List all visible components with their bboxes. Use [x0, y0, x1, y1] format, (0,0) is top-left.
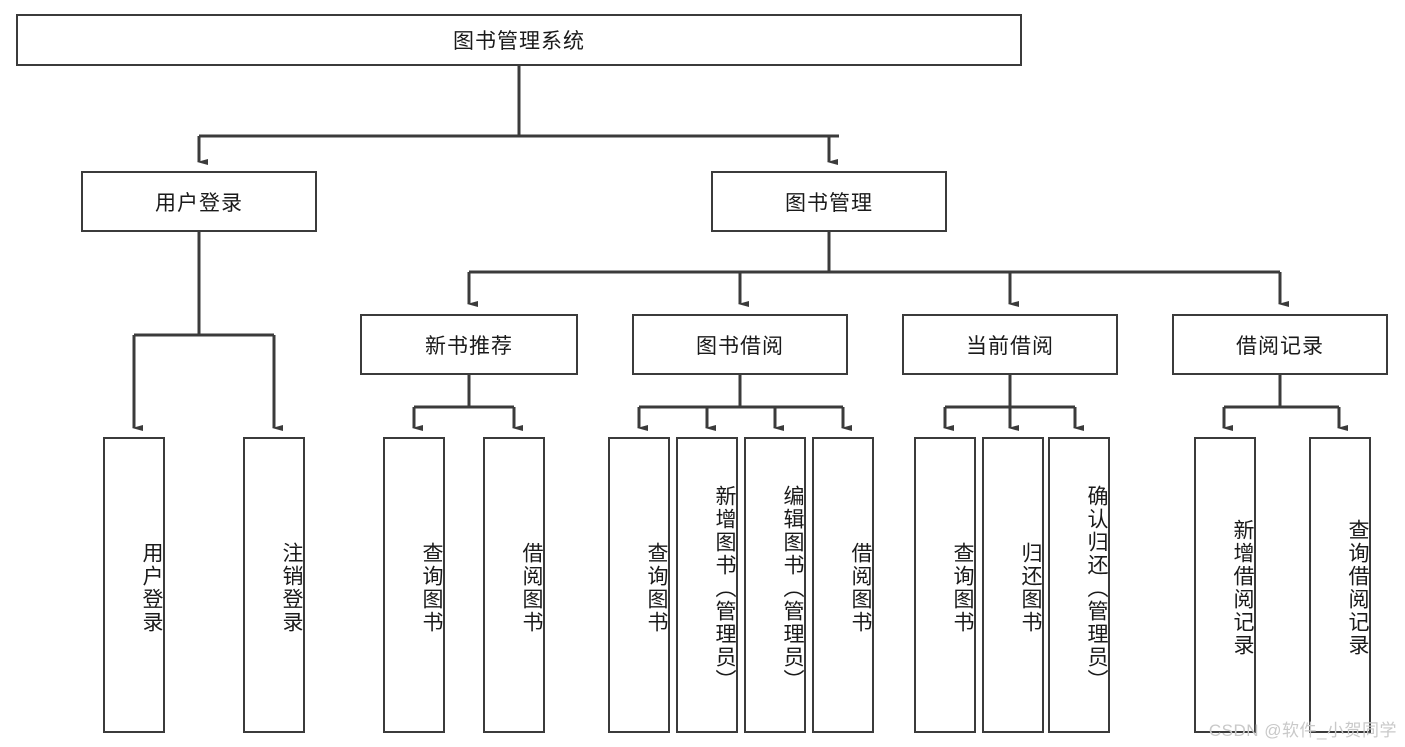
node-book-manage[interactable]: 图书管理: [711, 171, 947, 232]
node-root-label: 图书管理系统: [453, 30, 585, 53]
csdn-watermark: CSDN @软件_小贺同学: [1208, 721, 1397, 740]
node-current-borrow[interactable]: 当前借阅: [902, 314, 1118, 375]
node-user-login-label: 用户登录: [155, 191, 243, 215]
node-new-book-rec[interactable]: 新书推荐: [360, 314, 578, 375]
node-borrow-record-label: 借阅记录: [1236, 334, 1324, 358]
node-leaf-edit-book[interactable]: 编辑图书（管理员）: [744, 437, 806, 733]
node-leaf-logout[interactable]: 注销登录: [243, 437, 305, 733]
node-leaf-confirm-return-label: 确认归还（管理员）: [1085, 484, 1108, 692]
node-user-login[interactable]: 用户登录: [81, 171, 317, 232]
node-root[interactable]: 图书管理系统: [16, 14, 1022, 66]
node-leaf-borrow-book-1[interactable]: 借阅图书: [483, 437, 545, 733]
node-leaf-query-book-1[interactable]: 查询图书: [383, 437, 445, 733]
node-leaf-user-login[interactable]: 用户登录: [103, 437, 165, 733]
node-leaf-query-record-label: 查询借阅记录: [1346, 519, 1369, 657]
node-leaf-query-book-3[interactable]: 查询图书: [914, 437, 976, 733]
node-leaf-add-book[interactable]: 新增图书（管理员）: [676, 437, 738, 733]
node-book-borrow[interactable]: 图书借阅: [632, 314, 848, 375]
node-book-borrow-label: 图书借阅: [696, 334, 784, 358]
node-leaf-borrow-book-2-label: 借阅图书: [849, 542, 872, 634]
node-leaf-query-record[interactable]: 查询借阅记录: [1309, 437, 1371, 733]
node-leaf-return-book[interactable]: 归还图书: [982, 437, 1044, 733]
node-leaf-add-record-label: 新增借阅记录: [1231, 519, 1254, 657]
node-leaf-borrow-book-1-label: 借阅图书: [520, 542, 543, 634]
node-leaf-query-book-3-label: 查询图书: [951, 542, 974, 634]
node-current-borrow-label: 当前借阅: [966, 334, 1054, 358]
node-leaf-add-record[interactable]: 新增借阅记录: [1194, 437, 1256, 733]
node-book-manage-label: 图书管理: [785, 191, 873, 215]
node-leaf-add-book-label: 新增图书（管理员）: [713, 484, 736, 692]
node-new-book-rec-label: 新书推荐: [425, 334, 513, 358]
node-leaf-borrow-book-2[interactable]: 借阅图书: [812, 437, 874, 733]
node-leaf-user-login-label: 用户登录: [140, 542, 163, 634]
node-borrow-record[interactable]: 借阅记录: [1172, 314, 1388, 375]
node-leaf-edit-book-label: 编辑图书（管理员）: [781, 484, 804, 692]
node-leaf-query-book-2[interactable]: 查询图书: [608, 437, 670, 733]
node-leaf-return-book-label: 归还图书: [1019, 542, 1042, 634]
node-leaf-logout-label: 注销登录: [280, 542, 303, 634]
node-leaf-query-book-1-label: 查询图书: [420, 542, 443, 634]
node-leaf-query-book-2-label: 查询图书: [645, 542, 668, 634]
node-leaf-confirm-return[interactable]: 确认归还（管理员）: [1048, 437, 1110, 733]
